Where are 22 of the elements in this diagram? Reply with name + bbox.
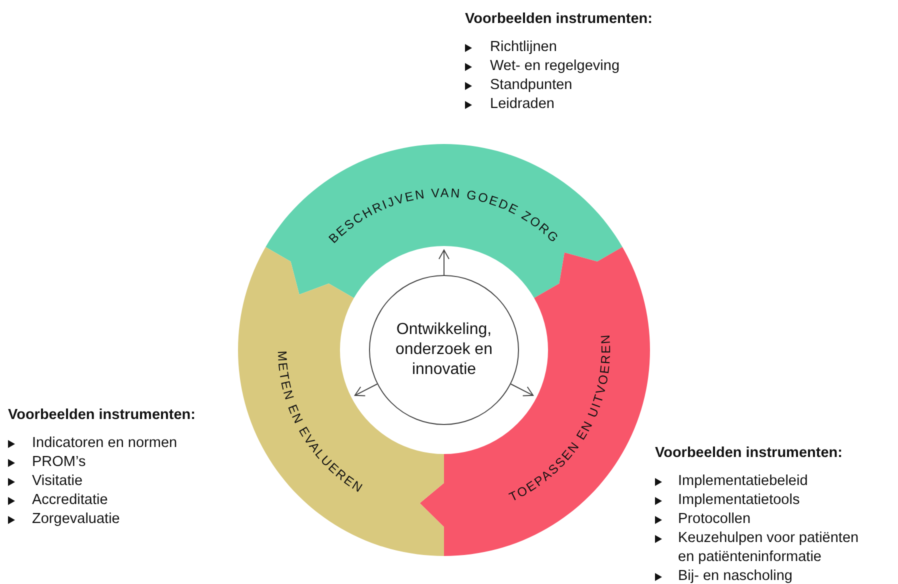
list-heading: Voorbeelden instrumenten: bbox=[465, 10, 652, 29]
list-item: Indicatoren en normen bbox=[32, 434, 178, 453]
arrow bbox=[438, 250, 450, 276]
list-item: Visitatie bbox=[32, 472, 83, 491]
list-heading: Voorbeelden instrumenten: bbox=[8, 406, 196, 425]
list-item: PROM’s bbox=[32, 453, 86, 472]
list-item: Implementatiebeleid bbox=[678, 472, 808, 491]
arrow bbox=[354, 384, 378, 396]
cycle-segment bbox=[266, 144, 622, 298]
list-heading: Voorbeelden instrumenten: bbox=[655, 444, 842, 463]
list-item: Protocollen bbox=[678, 510, 751, 529]
list-item: Keuzehulpen voor patiënten en patiënteninformatie bbox=[678, 529, 860, 567]
list-item: Richtlijnen bbox=[490, 38, 557, 57]
list-item: Zorgevaluatie bbox=[32, 510, 120, 529]
list-item: Implementatietools bbox=[678, 491, 800, 510]
center-label: Ontwikkeling, onderzoek en innovatie bbox=[394, 320, 494, 380]
arrow bbox=[510, 384, 534, 396]
list-item: Accreditatie bbox=[32, 491, 108, 510]
list-item: Leidraden bbox=[490, 95, 554, 114]
list-item: Bij- en nascholing bbox=[678, 567, 792, 584]
list-item: Wet- en regelgeving bbox=[490, 57, 620, 76]
list-item: Standpunten bbox=[490, 76, 572, 95]
